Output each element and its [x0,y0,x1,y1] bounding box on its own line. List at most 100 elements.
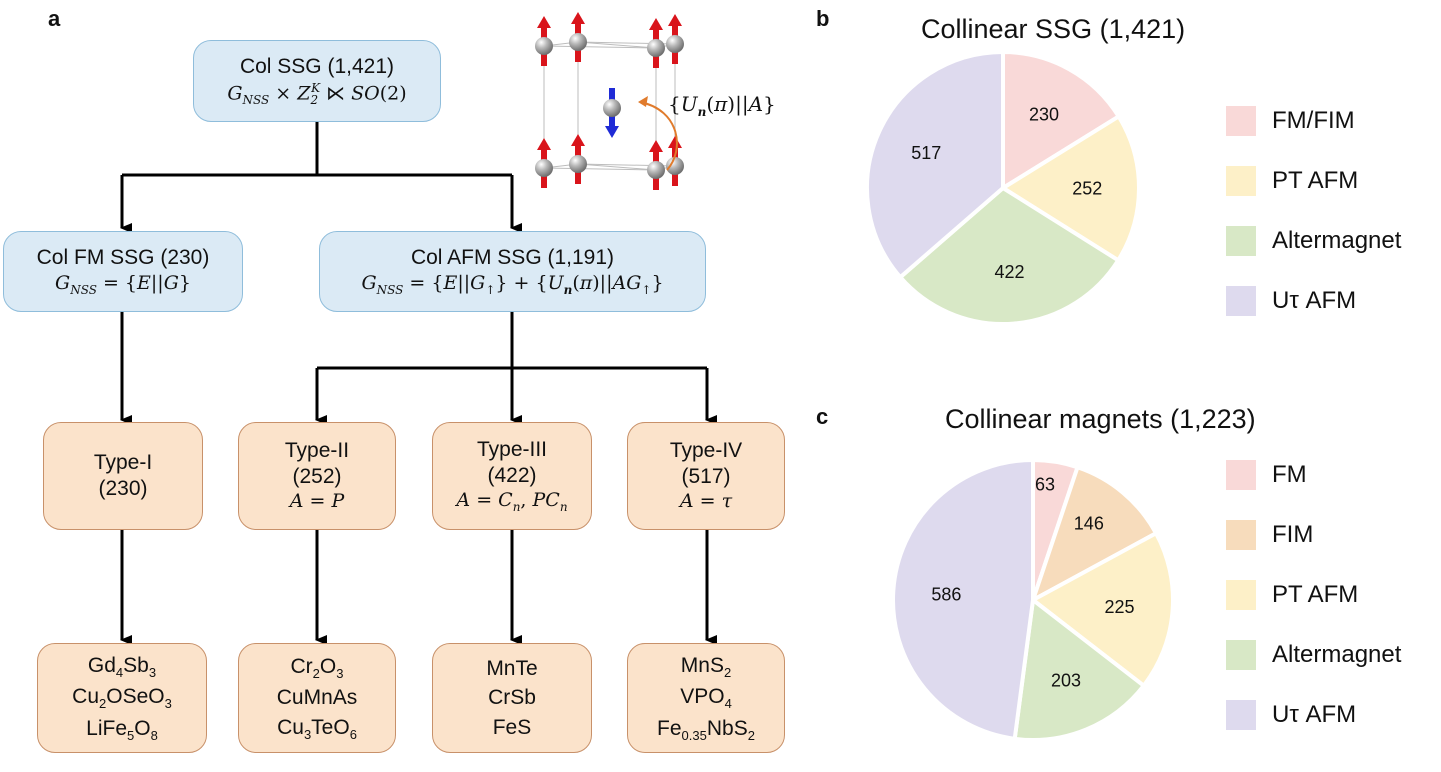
type-ii-name: Type-II [284,438,350,462]
example-fes: FeS [492,715,532,739]
pie-slice-label: 63 [1035,474,1055,494]
atom [569,33,587,51]
node-col-fm-ssg-title: Col FM SSG (230) [36,246,210,270]
type-ii-condition: A = P [289,490,345,513]
type-i-count: (230) [98,477,148,500]
example-fe035nbs2: Fe0.35NbS2 [657,716,755,743]
node-col-ssg-title: Col SSG (1,421) [239,55,395,79]
type-i-name: Type-I [93,450,153,474]
panel-label-a: a [48,6,61,31]
pie-slice-label: 252 [1072,178,1102,198]
legend-swatch [1226,520,1256,550]
spin-up-arrow-icon [535,138,553,188]
atom [569,155,587,173]
examples-type-i: Gd4Sb3 Cu2OSeO3 LiFe5O8 [37,643,207,753]
atom [535,37,553,55]
node-type-i: Type-I (230) [43,422,203,530]
pie-slice-pt-afm [999,113,1141,264]
example-gd4sb3: Gd4Sb3 [87,653,157,681]
legend-label: FM [1272,461,1307,488]
atom [603,99,621,117]
flowchart-connectors [120,122,717,645]
node-col-ssg: Col SSG (1,421) GNSS × Z2K ⋉ SO(2) [193,40,441,122]
spin-down-arrow-icon [603,88,621,138]
inset-operation-label: {Un(π)||A} [668,92,776,119]
example-mns2: MnS2 [680,653,732,681]
atom [647,39,665,57]
legend-item: FM [1226,460,1307,490]
spin-up-arrow-icon [569,134,587,184]
type-iii-name: Type-III [476,437,548,461]
legend-label: Altermagnet [1272,227,1402,254]
node-col-afm-ssg-title: Col AFM SSG (1,191) [410,246,615,270]
legend-item: Uτ AFM [1226,700,1356,730]
legend-swatch [1226,226,1256,256]
example-life5o8: LiFe5O8 [86,716,158,743]
pie-slice-label: 146 [1074,514,1104,534]
operation-arrow [639,101,678,171]
legend-swatch [1226,460,1256,490]
spin-up-arrow-icon [647,140,665,190]
node-type-iii: Type-III (422) A = Cn, PCn [432,422,592,530]
spin-up-arrow-icon [535,16,553,66]
example-cumnas: CuMnAs [276,686,358,710]
example-crsb: CrSb [488,686,536,710]
pie-slice-u-afm [865,49,1005,281]
node-col-ssg-formula: GNSS × Z2K ⋉ SO(2) [227,80,407,107]
examples-type-ii: Cr2O3 CuMnAs Cu3TeO6 [238,643,396,753]
examples-type-iii: MnTe CrSb FeS [432,643,592,753]
legend-swatch [1226,106,1256,136]
spin-arrows [535,12,684,190]
legend-swatch [1226,700,1256,730]
legend-label: PT AFM [1272,167,1359,194]
pie-slice-label: 517 [911,143,941,163]
legend-item: Uτ AFM [1226,286,1356,316]
node-col-afm-ssg-formula: GNSS = {E||G↑} + {Un(π)||AG↑} [361,271,664,297]
pie-slice-label: 422 [994,262,1024,282]
pie-slice-fim [1029,464,1159,605]
pie-slice-label: 225 [1104,597,1134,617]
pie-slice-label: 586 [931,584,961,604]
pie-c-title: Collinear magnets (1,223) [945,404,1256,434]
node-col-fm-ssg: Col FM SSG (230) GNSS = {E||G} [3,231,243,312]
atom [666,35,684,53]
pie-slice-u-afm [891,457,1035,742]
type-iii-condition: A = Cn, PCn [456,489,568,515]
legend-label: Altermagnet [1272,641,1402,668]
spin-up-arrow-icon [647,18,665,68]
pie-slice-pt-afm [1029,530,1175,689]
type-iii-count: (422) [487,464,537,488]
legend-swatch [1226,166,1256,196]
example-cu3teo6: Cu3TeO6 [277,715,357,742]
spin-up-arrow-icon [666,136,684,186]
type-iv-condition: A = τ [679,490,733,513]
pie-slice-fm-fim [1001,49,1122,192]
node-col-fm-ssg-formula: GNSS = {E||G} [55,271,191,297]
operation-arrowhead-icon [638,96,648,107]
legend-item: PT AFM [1226,166,1358,196]
type-ii-count: (252) [292,465,342,489]
legend-item: Altermagnet [1226,640,1401,670]
spin-up-arrow-icon [569,12,587,62]
pie-slice-label: 230 [1029,104,1059,124]
spin-up-arrow-icon [666,14,684,64]
example-vpo4: VPO4 [680,685,732,712]
legend-swatch [1226,580,1256,610]
node-type-iv: Type-IV (517) A = τ [627,422,785,530]
pie-slice-label: 203 [1051,670,1081,690]
legend-item: PT AFM [1226,580,1358,610]
panel-label-b: b [816,6,830,31]
legend-label: PT AFM [1272,581,1359,608]
legend-item: FIM [1226,520,1313,550]
example-cu2oseo3: Cu2OSeO3 [72,685,172,712]
legend-label: Uτ AFM [1272,287,1357,314]
atom [666,157,684,175]
legend-item: FM/FIM [1226,106,1355,136]
legend-item: Altermagnet [1226,226,1401,256]
atom [647,161,665,179]
crystal-structure-inset [535,12,684,190]
node-col-afm-ssg: Col AFM SSG (1,191) GNSS = {E||G↑} + {Un… [319,231,706,312]
legend-label: FM/FIM [1272,107,1355,134]
example-cr2o3: Cr2O3 [290,654,344,682]
